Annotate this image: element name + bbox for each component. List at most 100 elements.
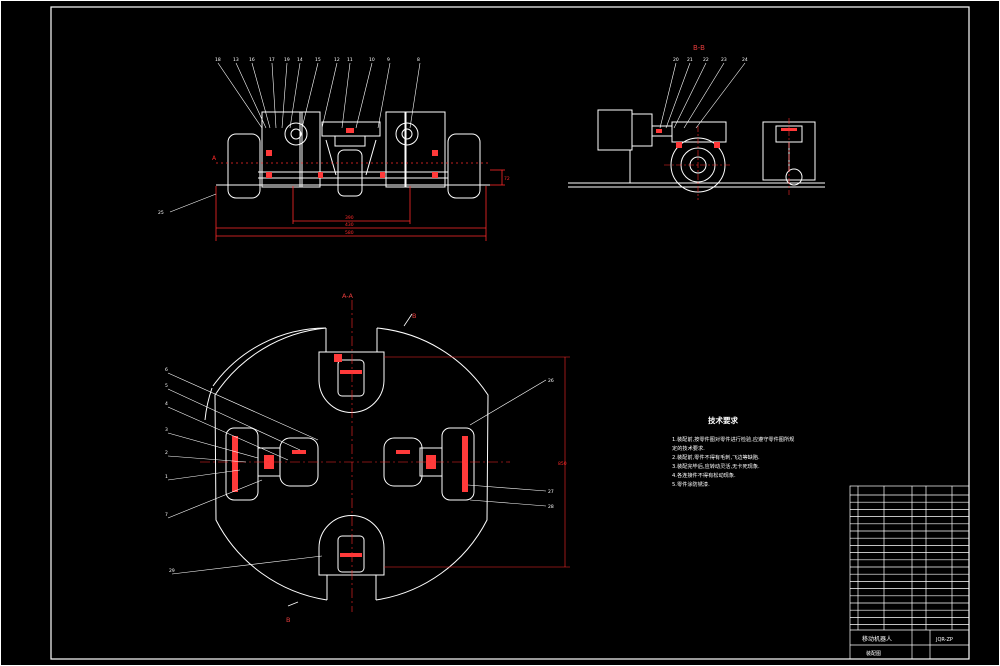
front-balloon-9-leader: [341, 62, 351, 129]
view-a-title: A-A: [342, 292, 354, 300]
view-b-title: B-B: [693, 44, 705, 52]
tech-requirements: 技术要求 1.装配前,按零件图对零件进行检验,应遵守零件图所规 定的技术要求. …: [672, 415, 794, 488]
tech-req-title: 技术要求: [708, 415, 738, 425]
front-center-arm-right: [365, 139, 377, 176]
plan-dim-text: 850: [558, 461, 567, 467]
side-hatch-3: [656, 129, 662, 133]
plan-left-balloon-1-leader: [167, 372, 319, 441]
bom-rows: [850, 494, 969, 625]
plan-section-b-top: B: [412, 312, 416, 320]
plan-right-balloon-1-leader: [469, 379, 547, 426]
plan-left-balloon-3-label: 4: [165, 401, 168, 407]
front-balloon-8-label: 12: [334, 57, 340, 63]
side-hatch-1: [676, 142, 682, 148]
tech-req-line-5: 4.各连接件不得有松动现象.: [672, 471, 736, 479]
plan-bottom-balloon-leader: [171, 555, 323, 575]
front-balloon-4-label: 17: [269, 57, 275, 63]
front-leader-25-label: 25: [158, 210, 164, 216]
front-dim-texts: 390 430 580 72 A: [212, 155, 510, 236]
plan-left-balloon-1-label: 6: [165, 367, 168, 373]
front-hatch-2: [266, 172, 272, 178]
plan-arrow-top: [403, 313, 413, 327]
tech-req-line-4: 3.装配完毕后,应转动灵活,无卡死现象.: [672, 462, 760, 470]
plan-right-balloon-1-label: 26: [548, 378, 554, 384]
front-left-gear-hub: [290, 128, 302, 140]
plan-left-balloon-5-label: 2: [165, 450, 168, 456]
front-dim-text-4: 72: [504, 176, 510, 182]
plan-left-balloon-7-label: 7: [165, 512, 168, 518]
front-leader-25-line: [169, 193, 217, 213]
side-motor-body: [597, 109, 633, 151]
front-hatch-6: [318, 172, 323, 178]
title-block-texts: 移动机器人 JQR-ZP 装配图: [862, 635, 953, 657]
front-hatch-3: [432, 150, 438, 156]
side-hatching: [656, 128, 797, 148]
plan-plate-left: [214, 327, 328, 601]
front-balloon-1-leader: [217, 62, 263, 129]
tech-req-line-6: 5.零件涂防锈漆.: [672, 480, 710, 488]
side-balloon-3-label: 22: [703, 57, 709, 63]
front-left-gearbox: [261, 111, 303, 188]
plan-center-lines: [200, 300, 570, 612]
plan-top-caster-wheel: [337, 359, 365, 397]
front-right-gearbox: [404, 111, 446, 188]
front-section-letter: A: [212, 155, 217, 162]
side-view: [568, 109, 825, 193]
plan-bottom-notch: [326, 574, 377, 600]
plan-left-balloon-5-leader: [167, 455, 247, 463]
plan-right-balloon-2-leader: [467, 484, 547, 492]
front-balloon-5-label: 19: [284, 57, 290, 63]
front-balloon-12-label: 8: [417, 57, 420, 63]
front-dimensions: [215, 162, 505, 241]
front-balloon-12-leader: [409, 62, 421, 129]
drawing-number: JQR-ZP: [935, 637, 953, 643]
side-balloon-5-leader: [695, 62, 746, 129]
plan-left-balloon-6-label: 1: [165, 474, 168, 480]
front-balloon-2-leader: [235, 62, 267, 129]
side-balloon-1-label: 20: [673, 57, 679, 63]
plan-right-wheel: [441, 427, 475, 501]
front-balloon-1-label: 18: [215, 57, 221, 63]
plan-bottom-balloon-label: 29: [169, 568, 175, 574]
front-balloon-6-label: 14: [297, 57, 303, 63]
plan-section-b-bottom: B: [286, 616, 290, 624]
plan-hatch-top: [334, 354, 342, 362]
front-balloon-10-label: 10: [369, 57, 375, 63]
front-right-wheel: [447, 133, 481, 199]
front-leader-25: 25: [158, 193, 217, 216]
front-balloon-5-leader: [281, 62, 288, 129]
front-dim-text-1: 390: [345, 215, 354, 221]
plan-bottom-caster: [318, 515, 385, 576]
drawing-name: 移动机器人: [862, 635, 892, 643]
side-caster-wheel: [785, 168, 803, 186]
side-motor-flange: [631, 113, 653, 147]
plan-arrow-bottom: [287, 601, 299, 607]
tech-req-line-3: 2.装配前,零件不得有毛刺,飞边等缺陷.: [672, 453, 760, 461]
title-block-frame: [849, 485, 970, 660]
plan-left-balloon-3-leader: [167, 406, 289, 461]
front-balloon-10-leader: [355, 62, 373, 129]
side-center-lines: [664, 118, 790, 200]
plan-left-balloon-2-leader: [167, 388, 301, 451]
plan-section-arrows: [287, 313, 413, 607]
front-right-gear-hub: [401, 128, 413, 140]
front-view: [216, 111, 490, 199]
tech-req-line-2: 定的技术要求.: [672, 444, 705, 452]
plan-right-balloon-3-leader: [469, 499, 547, 507]
front-right-gear: [395, 122, 419, 146]
plan-hatch-left-wheel: [232, 436, 238, 492]
side-hatch-2: [714, 142, 720, 148]
side-balloon-1-leader: [659, 62, 677, 129]
front-center-caster-wheel: [337, 149, 363, 197]
title-block: [849, 485, 970, 660]
front-left-gear: [284, 122, 308, 146]
plan-top-caster: [318, 351, 385, 413]
front-hatch-5: [346, 128, 354, 133]
side-balloon-3-leader: [673, 62, 707, 129]
plan-left-balloon-4-leader: [167, 432, 259, 459]
plan-hatch-left-gear: [292, 450, 306, 454]
front-balloon-3-label: 16: [249, 57, 255, 63]
